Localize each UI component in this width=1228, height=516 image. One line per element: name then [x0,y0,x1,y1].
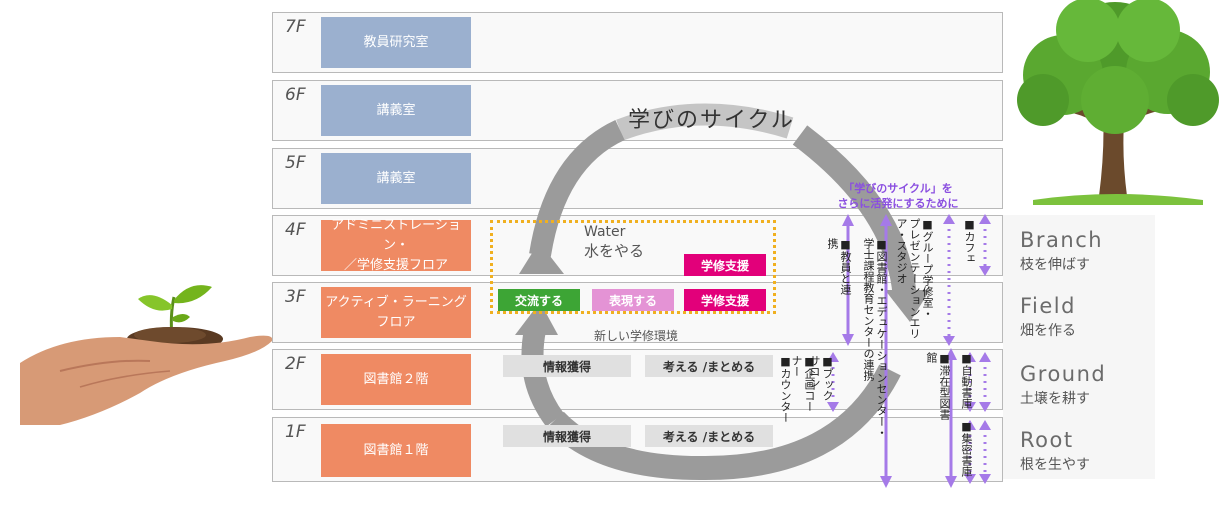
tag-express: 表現する [592,289,674,311]
tag-info-1f: 情報獲得 [503,425,631,447]
floor-label: 6F [285,85,306,105]
caption-line-2: さらに活発にするために [837,197,959,210]
new-environment-label: 新しい学修環境 [594,329,679,343]
note-book-salon: ■ブック サロン [808,355,834,401]
floor-label: 2F [285,354,306,374]
water-label-jp: 水をやる [584,242,645,260]
level-ground-en: Ground [1020,362,1107,386]
tag-info-2f: 情報獲得 [503,355,631,377]
floor-5f: 5F 講義室 [272,148,1003,209]
floor-label: 5F [285,153,306,173]
level-root-en: Root [1020,428,1074,452]
note-counter: ■カウンター [779,355,792,423]
floor-label: 7F [285,17,306,37]
note-group-study: ■グループ学修室・ プレゼンテーションエリ ア・スタジオ [895,218,934,339]
floor-label: 1F [285,422,306,442]
water-box [490,220,776,314]
room-library-2f: 図書館２階 [321,354,471,405]
tag-think-1f: 考える /まとめる [645,425,773,447]
floor-6f: 6F 講義室 [272,80,1003,141]
level-field-en: Field [1020,294,1076,318]
floor-label: 3F [285,287,306,307]
room-faculty-offices: 教員研究室 [321,17,471,68]
tag-think-2f: 考える /まとめる [645,355,773,377]
hand-seedling-illustration [20,285,273,425]
level-branch-jp: 枝を伸ばす [1020,257,1090,273]
water-label-en: Water [584,224,626,240]
note-planning-corner: ■企画コー ナー [790,355,816,412]
growth-levels-panel [1003,215,1155,479]
level-ground-jp: 土壌を耕す [1020,391,1090,407]
floor-label: 4F [285,220,306,240]
floor-7f: 7F 教員研究室 [272,12,1003,73]
level-branch-en: Branch [1020,228,1104,252]
note-compact-stack: ■集密書庫 [960,420,973,477]
room-lecture-5f: 講義室 [321,153,471,204]
room-library-1f: 図書館１階 [321,424,471,477]
note-cafe: ■カフェ [963,218,976,264]
caption-line-1: 「学びのサイクル」を [843,182,953,195]
room-admin-support: アドミニストレーション・ ／学修支援フロア [321,218,471,273]
tree-illustration [1017,0,1219,205]
room-active-learning: アクティブ・ラーニング フロア [321,287,471,338]
level-root-jp: 根を生やす [1020,457,1090,473]
tag-exchange: 交流する [498,289,580,311]
note-stay-library: ■滞在型図書 館 [925,352,951,420]
tag-learning-support-3f: 学修支援 [684,289,766,311]
level-field-jp: 畑を作る [1020,323,1076,339]
room-lecture-6f: 講義室 [321,85,471,136]
note-faculty-collab: ■教員と連 携 [826,238,852,295]
tag-learning-support-4f: 学修支援 [684,254,766,276]
note-auto-stack: ■自動書庫 [960,352,973,409]
cycle-title: 学びのサイクル [628,108,795,133]
note-library-centers: ■図書館・エデュケーションセンター・ 学士課程教育センターの連携 [862,238,888,438]
